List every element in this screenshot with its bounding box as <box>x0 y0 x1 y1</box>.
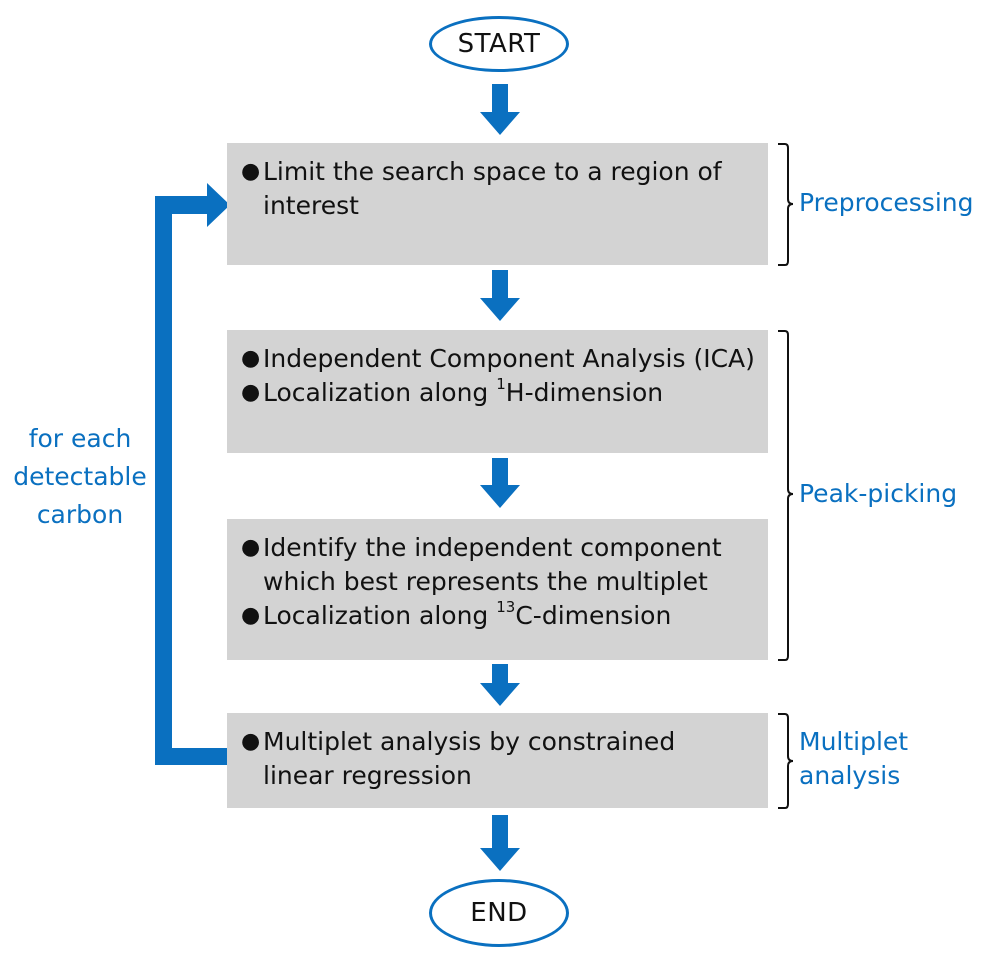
start-label: START <box>457 29 541 59</box>
step-ica-box: ● Independent Component Analysis (ICA) ●… <box>227 330 768 453</box>
bullet-icon: ● <box>241 535 261 560</box>
arrow-step3-to-step4 <box>480 664 520 706</box>
step-item: ● Limit the search space to a region of … <box>241 155 758 223</box>
step-preprocess-box: ● Limit the search space to a region of … <box>227 143 768 265</box>
bullet-icon: ● <box>241 603 261 628</box>
bullet-icon: ● <box>241 346 261 371</box>
step-item: ● Identify the independent component whi… <box>241 531 758 599</box>
step-text: Identify the independent component which… <box>263 533 722 596</box>
step-text: Limit the search space to a region of in… <box>263 157 722 220</box>
step-text: Multiplet analysis by constrained linear… <box>263 727 676 790</box>
step-multiplet-box: ● Multiplet analysis by constrained line… <box>227 713 768 808</box>
phase-label-preprocessing: Preprocessing <box>799 188 974 217</box>
loop-label: for each detectable carbon <box>13 424 147 529</box>
loop-back-arrow <box>155 183 230 765</box>
start-terminal: START <box>429 16 569 72</box>
phase-label-peak-picking: Peak-picking <box>799 479 958 508</box>
step-identify-box: ● Identify the independent component whi… <box>227 519 768 660</box>
step-item: ● Localization along 13C-dimension <box>241 598 758 633</box>
step-item: ● Independent Component Analysis (ICA) <box>241 342 758 376</box>
step-item: ● Multiplet analysis by constrained line… <box>241 725 758 793</box>
end-terminal: END <box>429 879 569 947</box>
bracket-peak-picking <box>778 330 794 661</box>
end-label: END <box>470 898 528 928</box>
arrow-step2-to-step3 <box>480 458 520 508</box>
arrow-start-to-step1 <box>480 84 520 135</box>
step-text: Localization along 13C-dimension <box>263 598 672 630</box>
step-item: ● Localization along 1H-dimension <box>241 375 758 410</box>
bracket-multiplet <box>778 713 794 809</box>
phase-label-multiplet-analysis: Multiplet analysis <box>799 727 909 790</box>
bullet-icon: ● <box>241 159 261 184</box>
arrow-step1-to-step2 <box>480 270 520 321</box>
bullet-icon: ● <box>241 729 261 754</box>
step-text: Localization along 1H-dimension <box>263 375 664 407</box>
bracket-preprocessing <box>778 143 794 266</box>
bullet-icon: ● <box>241 380 261 405</box>
step-text: Independent Component Analysis (ICA) <box>263 344 755 373</box>
arrow-step4-to-end <box>480 815 520 871</box>
